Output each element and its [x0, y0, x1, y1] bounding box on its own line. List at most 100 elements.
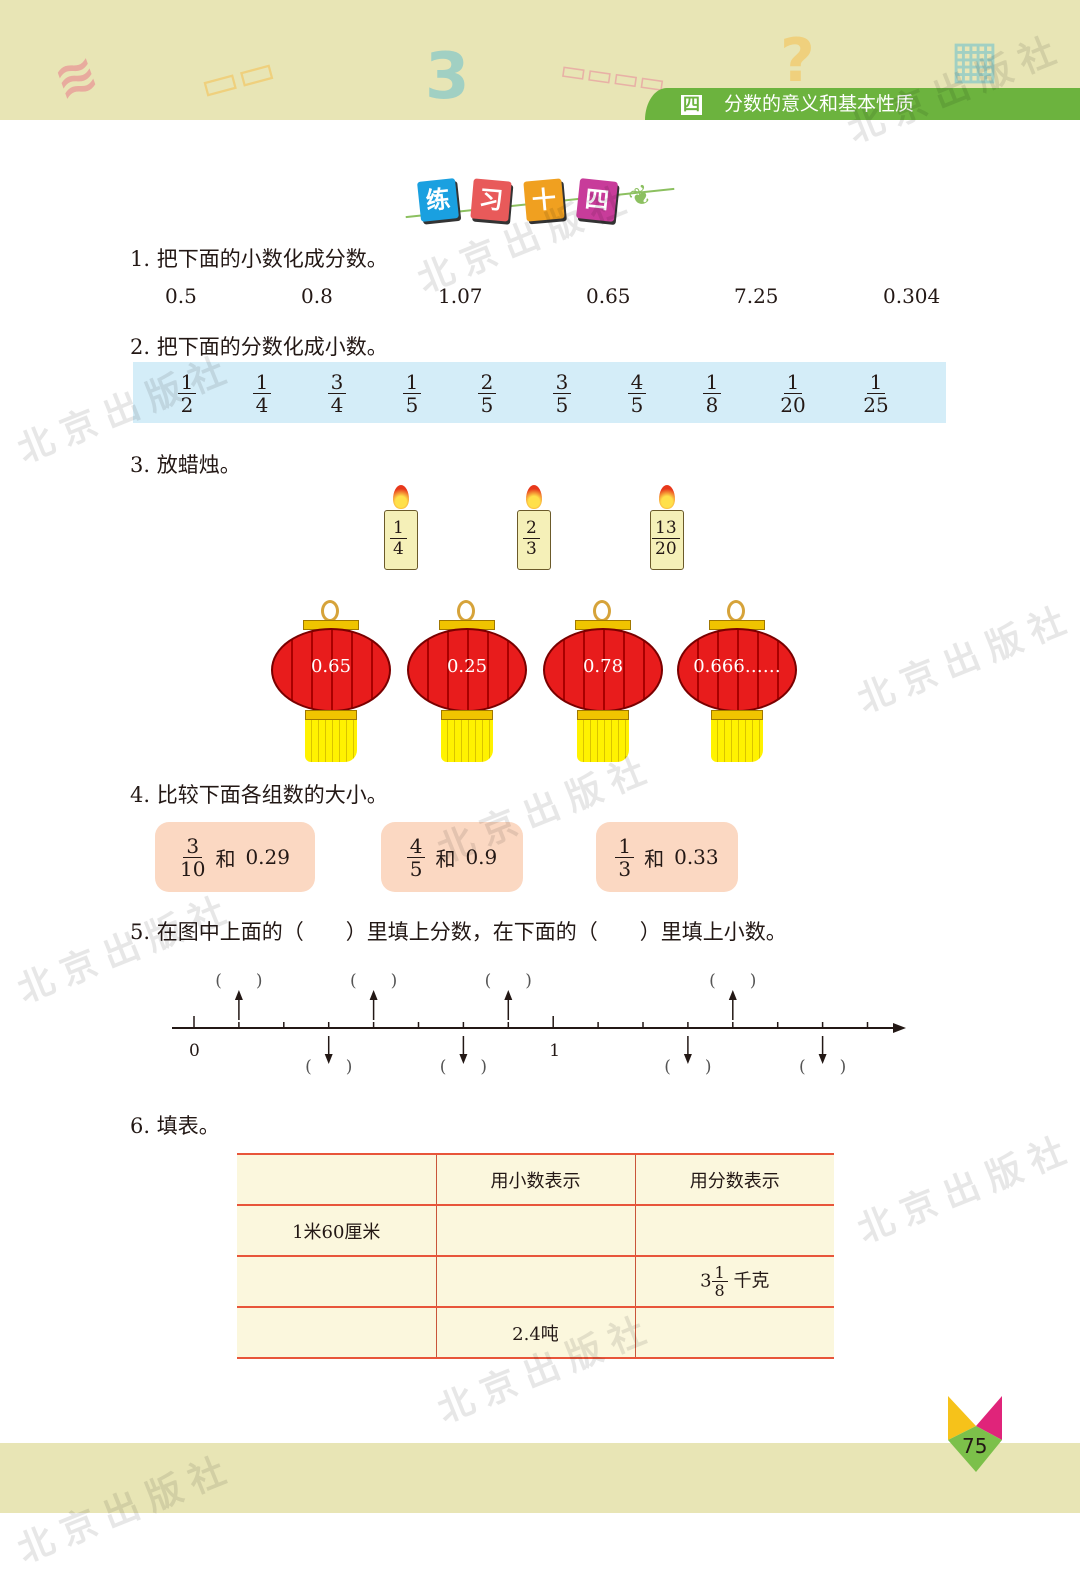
- decimal-item: 7.25: [734, 284, 779, 308]
- answer-blank-decimal[interactable]: ( ): [440, 1057, 487, 1077]
- decor-eraser-icon: ≋: [46, 42, 106, 112]
- answer-blank-decimal[interactable]: ( ): [799, 1057, 846, 1077]
- axis-arrowhead: [893, 1023, 906, 1033]
- table-cell-blank[interactable]: [237, 1306, 436, 1359]
- question-6: 6. 填表。: [130, 1114, 220, 1138]
- answer-blank-fraction[interactable]: ( ): [350, 971, 397, 991]
- flame-icon: [659, 485, 675, 509]
- chapter-number: 四: [681, 95, 702, 115]
- title-tile: 练: [417, 178, 459, 222]
- up-arrowhead: [234, 990, 243, 1000]
- page-number: 75: [962, 1434, 988, 1458]
- decor-calculator-icon: ▦: [950, 30, 1000, 90]
- table-cell-blank[interactable]: [237, 1255, 436, 1308]
- question-2: 2. 把下面的分数化成小数。: [130, 335, 388, 359]
- flame-icon: [526, 485, 542, 509]
- decimal-item: 1.07: [438, 284, 483, 308]
- tassel: [305, 720, 357, 762]
- answer-blank-fraction[interactable]: ( ): [215, 971, 262, 991]
- decimal-item: 0.65: [586, 284, 631, 308]
- table-cell-blank[interactable]: [634, 1204, 834, 1257]
- unit: 千克: [733, 1270, 770, 1292]
- page-footer-band: [0, 1443, 1080, 1513]
- lantern[interactable]: 0.65: [271, 600, 391, 765]
- question-5: 5. 在图中上面的（ ）里填上分数，在下面的（ ）里填上小数。: [130, 920, 787, 944]
- table-cell-blank[interactable]: [435, 1255, 635, 1308]
- answer-blank-fraction[interactable]: ( ): [485, 971, 532, 991]
- question-4: 4. 比较下面各组数的大小。: [130, 783, 388, 807]
- answer-blank-fraction[interactable]: ( ): [709, 971, 756, 991]
- page-number-badge: [948, 1396, 1002, 1472]
- conjunction: 和: [215, 846, 236, 871]
- decimal: 0.33: [674, 845, 719, 869]
- decimal-item: 0.5: [165, 284, 197, 308]
- up-arrowhead: [369, 990, 378, 1000]
- flame-icon: [393, 485, 409, 509]
- lantern-value: 0.666……: [693, 656, 781, 677]
- table-row: 1米60厘米: [237, 1204, 834, 1257]
- decor-pencil-icon: ▭▭: [195, 46, 281, 110]
- question-3: 3. 放蜡烛。: [130, 453, 241, 477]
- down-arrowhead: [324, 1054, 333, 1064]
- question-1: 1. 把下面的小数化成分数。: [130, 247, 388, 271]
- lantern-value: 0.78: [582, 656, 624, 677]
- conjunction: 和: [644, 846, 665, 871]
- table-header-cell: [237, 1153, 436, 1206]
- lantern[interactable]: 0.666……: [677, 600, 797, 765]
- table-header-cell: 用小数表示: [435, 1153, 635, 1206]
- lantern[interactable]: 0.78: [543, 600, 663, 765]
- down-arrowhead: [683, 1054, 692, 1064]
- lantern-value: 0.65: [310, 656, 352, 677]
- table-header-cell: 用分数表示: [634, 1153, 834, 1206]
- up-arrowhead: [504, 990, 513, 1000]
- answer-blank-decimal[interactable]: ( ): [305, 1057, 352, 1077]
- label-one: 1: [549, 1041, 560, 1061]
- answer-blank-decimal[interactable]: ( ): [664, 1057, 711, 1077]
- decor-ruler-icon: ▭▭▭▭: [558, 52, 668, 101]
- table-cell-blank[interactable]: [435, 1204, 635, 1257]
- lantern[interactable]: 0.25: [407, 600, 527, 765]
- down-arrowhead: [818, 1054, 827, 1064]
- table-header-row: 用小数表示用分数表示: [237, 1153, 834, 1206]
- watermark: 北京出版社: [852, 597, 1080, 722]
- table-cell: 2.4吨: [435, 1306, 635, 1359]
- decor-digit-icon: 3: [425, 40, 470, 114]
- mixed-whole: 3: [700, 1270, 712, 1292]
- numerator: 1: [711, 1264, 728, 1282]
- tassel: [577, 720, 629, 762]
- chapter-tab: 四 分数的意义和基本性质: [645, 88, 1080, 120]
- table-cell-blank[interactable]: [634, 1306, 834, 1359]
- down-arrowhead: [459, 1054, 468, 1064]
- decor-question-icon: ?: [780, 26, 815, 96]
- label-zero: 0: [189, 1041, 200, 1061]
- chapter-title: 分数的意义和基本性质: [724, 93, 915, 115]
- table-cell: 1米60厘米: [237, 1204, 436, 1257]
- conjunction: 和: [435, 846, 456, 871]
- tassel: [441, 720, 493, 762]
- number-line: 0 1 ( ) ( ) ( ) ( ) ( ) ( ) ( ) ( ): [172, 971, 906, 1077]
- table-row: 2.4吨: [237, 1306, 834, 1359]
